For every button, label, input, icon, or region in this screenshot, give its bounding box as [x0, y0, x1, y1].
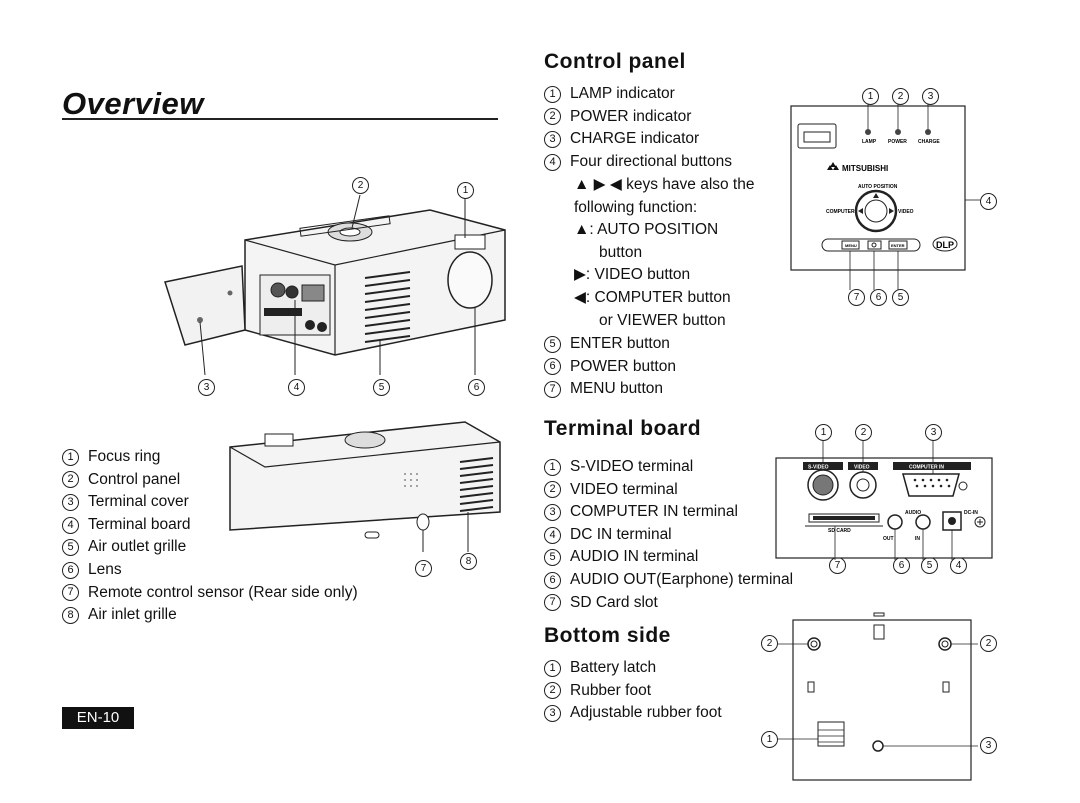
enter-label: ENTER: [891, 243, 905, 248]
terminal-board-heading: Terminal board: [544, 417, 702, 440]
tb-callout-1: 1: [815, 424, 832, 441]
audio-out-label: OUT: [883, 536, 894, 542]
keys-note-2: following function:: [574, 199, 698, 216]
cp-callout-7: 7: [848, 289, 865, 306]
left-function-2: or VIEWER button: [599, 312, 726, 329]
callout-4: 4: [288, 379, 305, 396]
up-function: ▲: AUTO POSITION: [574, 221, 719, 238]
projector-rear-illustration: [229, 421, 501, 552]
callout-1: 1: [457, 182, 474, 199]
cp-callout-1: 1: [862, 88, 879, 105]
power-label: POWER: [888, 139, 907, 145]
control-panel-heading: Control panel: [544, 50, 686, 73]
brand-logo: MITSUBISHI: [842, 164, 888, 173]
video-terminal-label: VIDEO: [854, 465, 870, 471]
computer-label: COMPUTER: [826, 209, 855, 215]
menu-label: MENU: [845, 243, 857, 248]
callout-5: 5: [373, 379, 390, 396]
keys-note: ▲ ▶ ◀ keys have also the: [574, 176, 755, 193]
page-title: Overview: [62, 86, 204, 121]
bs-callout-3: 3: [980, 737, 997, 754]
tb-callout-2: 2: [855, 424, 872, 441]
up-function-2: button: [599, 244, 643, 261]
terminal-board-diagram: S-VIDEO VIDEO COMPUTER IN AUDIO DC-IN SD…: [775, 440, 993, 560]
dlp-logo: DLP: [936, 240, 954, 250]
lamp-label: LAMP: [862, 139, 877, 145]
callout-2: 2: [352, 177, 369, 194]
cp-callout-5: 5: [892, 289, 909, 306]
page-number: EN-10: [62, 707, 134, 729]
video-label: VIDEO: [898, 209, 914, 215]
computer-in-label: COMPUTER IN: [909, 465, 944, 471]
svideo-label: S-VIDEO: [808, 465, 829, 471]
callout-7: 7: [415, 560, 432, 577]
callout-6: 6: [468, 379, 485, 396]
title-divider: [62, 118, 498, 120]
tb-callout-3: 3: [925, 424, 942, 441]
cp-callout-4: 4: [980, 193, 997, 210]
cp-callout-3: 3: [922, 88, 939, 105]
callout-8: 8: [460, 553, 477, 570]
bottom-side-heading: Bottom side: [544, 624, 671, 647]
cp-callout-6: 6: [870, 289, 887, 306]
charge-label: CHARGE: [918, 139, 940, 145]
bs-callout-2-right: 2: [980, 635, 997, 652]
bs-callout-2-left: 2: [761, 635, 778, 652]
dcin-label: DC-IN: [964, 510, 978, 516]
auto-position-label: AUTO POSITION: [858, 184, 898, 190]
right-function: ▶: VIDEO button: [574, 266, 691, 283]
projector-front-illustration: [164, 194, 506, 376]
audio-in-label: IN: [915, 536, 920, 542]
sd-card-label: SD CARD: [828, 528, 851, 534]
bs-callout-1: 1: [761, 731, 778, 748]
audio-label: AUDIO: [905, 510, 921, 516]
cp-callout-2: 2: [892, 88, 909, 105]
left-function: ◀: COMPUTER button: [574, 289, 731, 306]
bottom-side-diagram: [778, 612, 978, 781]
control-panel-diagram: LAMP POWER CHARGE MITSUBISHI AUTO POSITI…: [790, 104, 980, 290]
callout-3: 3: [198, 379, 215, 396]
